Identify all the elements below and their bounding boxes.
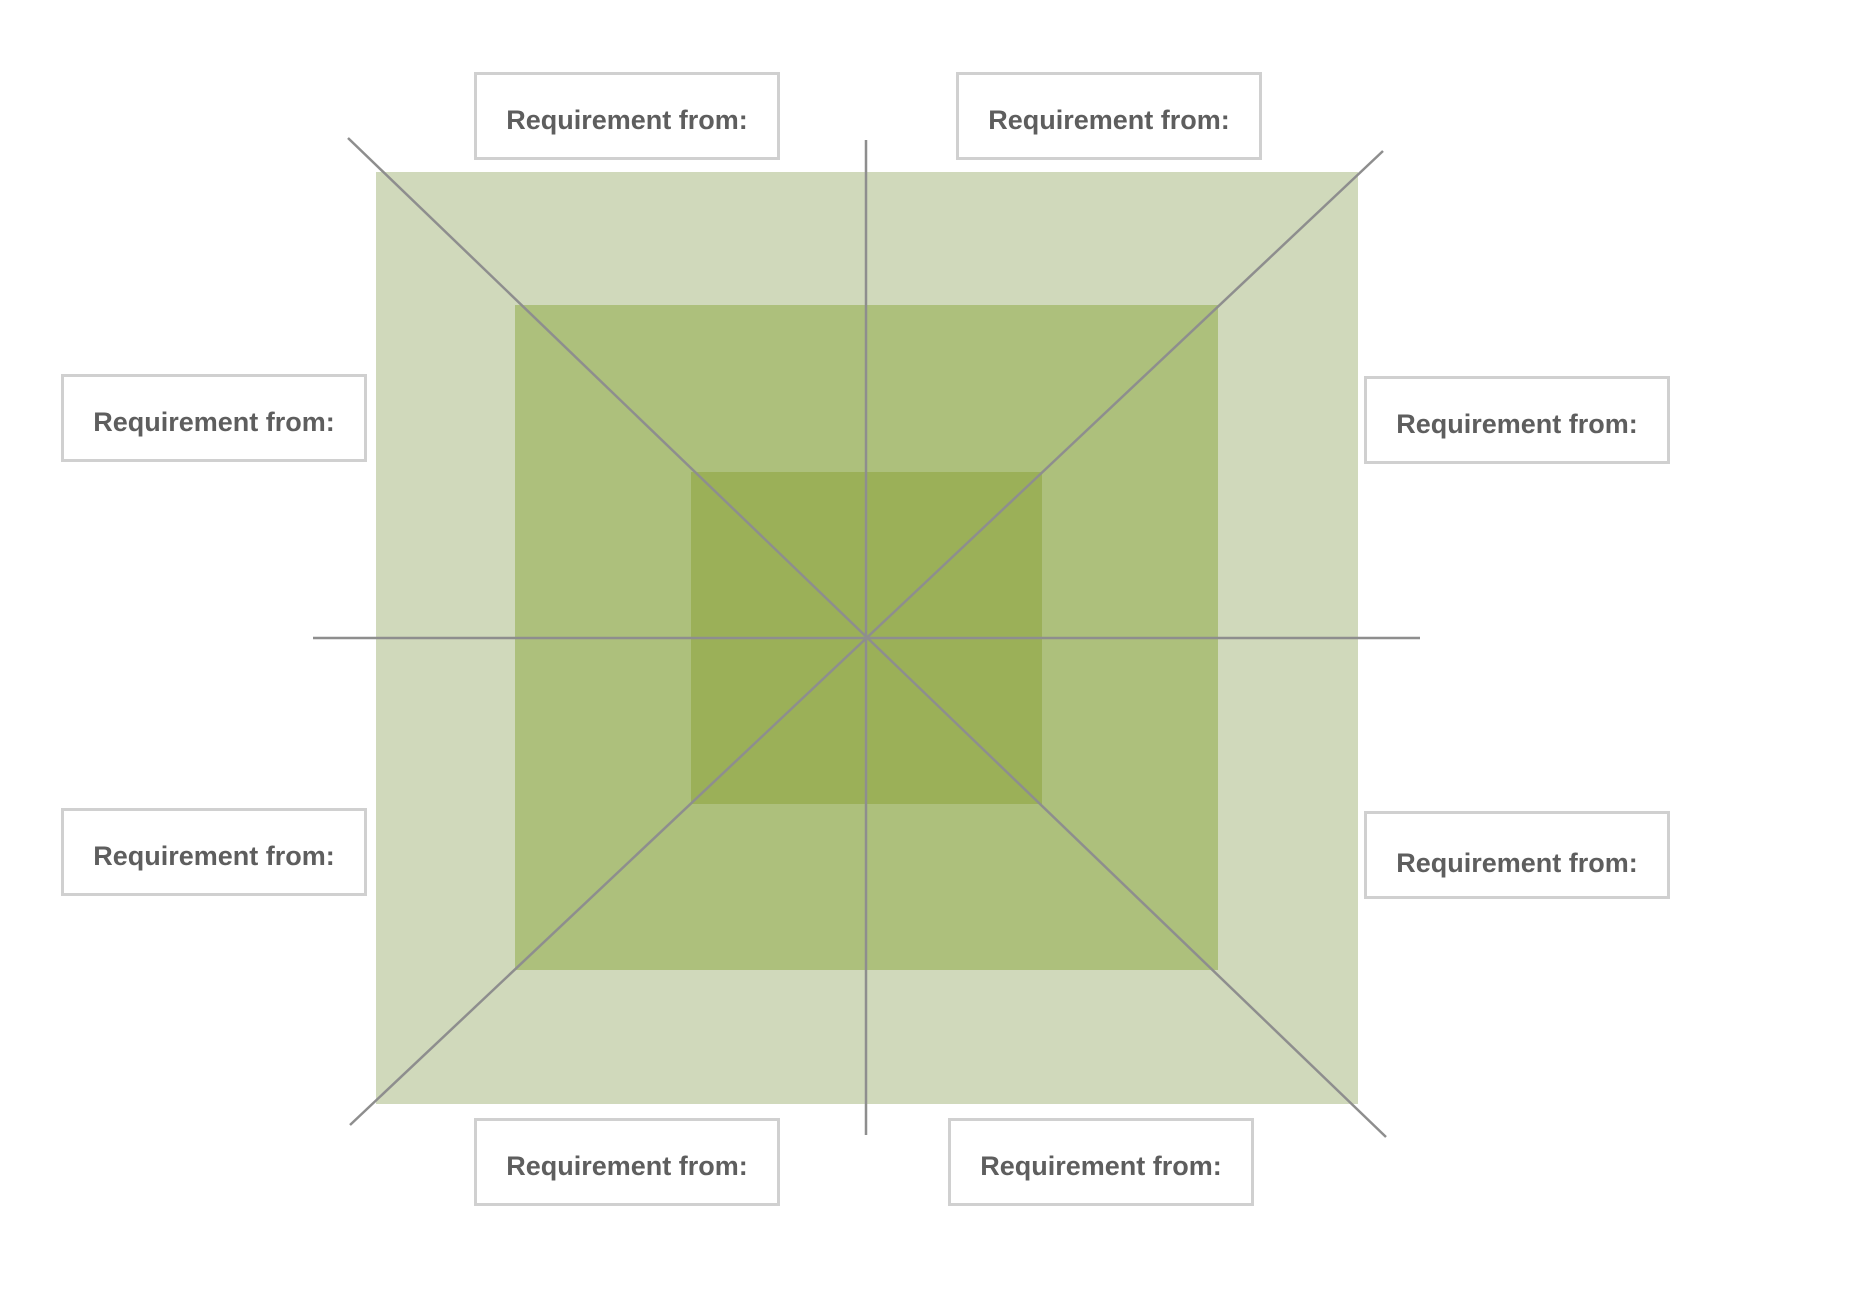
requirement-label-bottom-right: Requirement from: xyxy=(948,1118,1254,1206)
requirement-label-left-upper: Requirement from: xyxy=(61,374,367,462)
requirement-label-text: Requirement from: xyxy=(93,407,335,437)
requirement-label-text: Requirement from: xyxy=(506,1151,748,1181)
requirement-label-text: Requirement from: xyxy=(93,841,335,871)
requirement-label-text: Requirement from: xyxy=(988,105,1230,135)
requirement-label-text: Requirement from: xyxy=(1396,409,1638,439)
requirement-label-bottom-left: Requirement from: xyxy=(474,1118,780,1206)
requirement-label-right-upper: Requirement from: xyxy=(1364,376,1670,464)
requirement-label-top-left: Requirement from: xyxy=(474,72,780,160)
diagonal-line-top-right-to-bottom-left xyxy=(349,150,1384,1126)
requirement-label-right-lower: Requirement from: xyxy=(1364,811,1670,899)
requirement-label-text: Requirement from: xyxy=(1396,848,1638,878)
requirement-label-top-right: Requirement from: xyxy=(956,72,1262,160)
requirement-label-left-lower: Requirement from: xyxy=(61,808,367,896)
requirement-label-text: Requirement from: xyxy=(980,1151,1222,1181)
requirement-label-text: Requirement from: xyxy=(506,105,748,135)
